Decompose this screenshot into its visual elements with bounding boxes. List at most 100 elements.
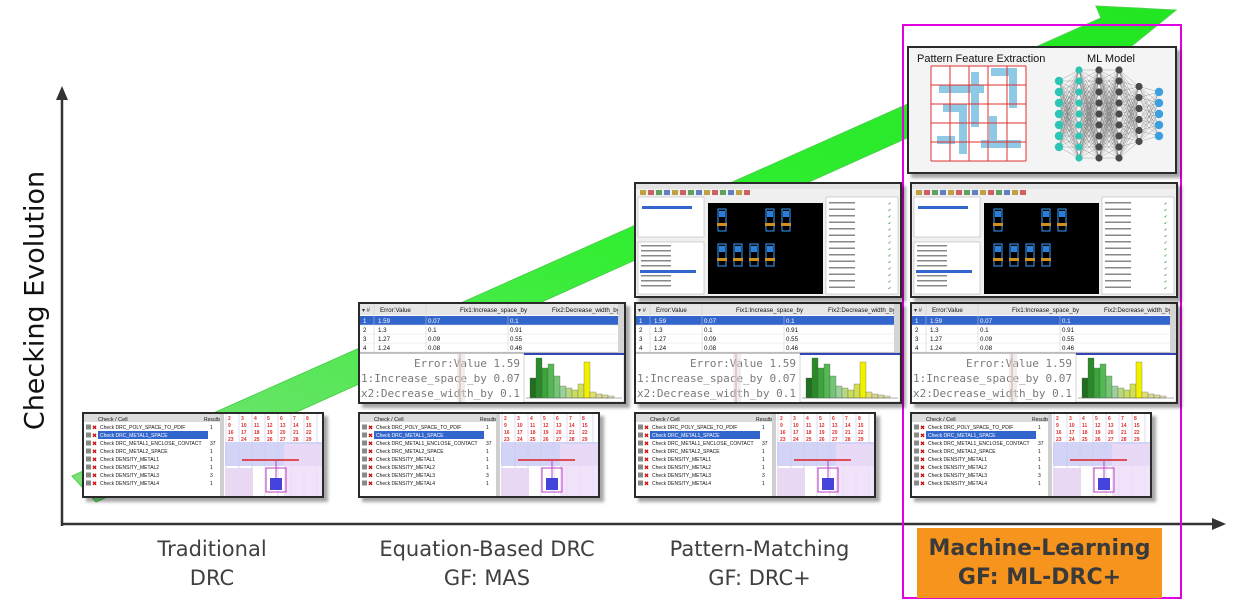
eq-histogram-bar [541,367,549,399]
pm-toolbar-icon [980,190,986,195]
eq-cell: 0.09 [428,336,441,343]
eq-cell: 0.55 [510,336,523,343]
eq-histogram-bar [1117,387,1125,399]
nn-edge [1098,102,1120,159]
layout-grid-number: 5 [1095,416,1098,422]
ml-panel-graphic [930,65,1164,162]
drc-error-icon: ✖ [920,441,925,448]
pm-prop-line [829,247,855,249]
nn-node [1115,154,1123,162]
layout-grid-number: 6 [280,416,283,422]
pm-check-icon: ✔ [1164,279,1167,284]
pm-pattern-contact [767,211,773,217]
eq-detail-line: Error:Value 1.59 [414,357,520,370]
layout-grid-number: 13 [280,423,286,429]
layout-grid-number: 28 [569,437,575,443]
layout-grid-number: 2 [1056,416,1059,422]
pm-check-icon: ✔ [888,279,891,284]
layout-grid-number: 15 [858,423,864,429]
feature-extraction-title: Pattern Feature Extraction [917,53,1046,65]
pm-prop-line [1105,247,1131,249]
layout-grid-number: 10 [241,423,247,429]
eq-histogram-bar [1111,385,1119,399]
eq-histogram-bar [1087,357,1095,399]
y-axis-label: Checking Evolution [19,170,51,431]
pm-pattern-mark [733,258,743,261]
eq-cell: 4 [915,345,919,352]
drc-error-icon: ✖ [920,449,925,456]
drc-header-col2: Results [480,417,497,423]
eq-histogram-bar [817,367,825,399]
pm-toolbar-icon [932,190,938,195]
layout-shape [501,468,529,496]
layout-grid-number: 26 [267,437,273,443]
eq-cell: 4 [639,345,643,352]
eq-cell: 3 [639,336,643,343]
pm-pattern-shape [765,243,775,267]
drc-row-toggle-icon [914,440,919,446]
pm-list-line [641,245,671,247]
nn-edge [1058,69,1080,115]
eq-histogram-bar [535,357,543,399]
drc-row-toggle-icon [638,456,643,462]
drc-row-count: 1 [762,481,765,487]
pm-toolbar-icon [648,190,654,195]
pm-check-icon: ✔ [1164,247,1167,252]
eq-scrollbar [618,304,624,352]
layout-grid-number: 16 [504,430,510,436]
nn-node [1154,131,1164,141]
pm-toolbar-icon [680,190,686,195]
layout-grid-number: 15 [1134,423,1140,429]
layout-grid-number: 25 [254,437,260,443]
pm-check-icon: ✔ [888,208,891,213]
drc-row-count: 1 [486,449,489,455]
pm-prop-line [829,202,855,204]
eq-cell: 0.1 [1062,318,1071,325]
pm-properties [825,196,899,295]
pm-pattern-shape [717,243,727,267]
drc-header-col1: Check / Cell [926,417,956,423]
drc-error-icon: ✖ [368,433,373,440]
pm-prop-line [829,260,855,262]
layout-grid-number: 13 [832,423,838,429]
eq-cell: 0.1 [980,327,989,334]
eq-cell: 0.55 [1062,336,1075,343]
drc-row-count: 1 [210,481,213,487]
drc-row-count: 1 [1038,425,1041,431]
nn-edge [1098,80,1120,159]
drc-row-toggle-icon [362,424,367,430]
layout-grid-number: 11 [254,423,260,429]
eq-header-bg [912,304,1176,315]
pm-toolbar-icon [720,190,726,195]
eq-detail-line: Fix2:Decrease_width_by 0.1 [912,387,1072,400]
drc-row-toggle-icon [638,448,643,454]
drc-row-count: 832 [210,433,219,439]
layout-grid-number: 10 [793,423,799,429]
drc-row-toggle-icon [86,440,91,446]
ml-highlight-box [902,24,1182,599]
layout-grid-number: 19 [819,430,825,436]
eq-sort-icon: ▾ # [914,308,923,314]
pm-toolbar-icon [940,190,946,195]
eq-histogram-bar [847,389,855,399]
pm-properties [1101,196,1175,295]
drc-header [84,414,224,422]
drc-error-icon: ✖ [368,457,373,464]
feature-pattern-stroke [1009,68,1017,108]
pm-toolbar-icon [924,190,930,195]
eq-detail-line: Error:Value 1.59 [690,357,796,370]
eq-header-bg [636,304,900,315]
layout-shape [1112,444,1150,496]
pm-toolbar-icon [1020,190,1026,195]
drc-row-name: Check DENSITY_METAL2 [376,465,435,471]
layout-grid-number: 19 [543,430,549,436]
layout-grid-number: 7 [293,416,296,422]
pm-prop-line [1105,286,1131,288]
eq-row-selected [636,316,894,325]
pm-list-line [917,280,947,282]
nn-edge [1138,91,1160,142]
layout-grid-number: 19 [267,430,273,436]
